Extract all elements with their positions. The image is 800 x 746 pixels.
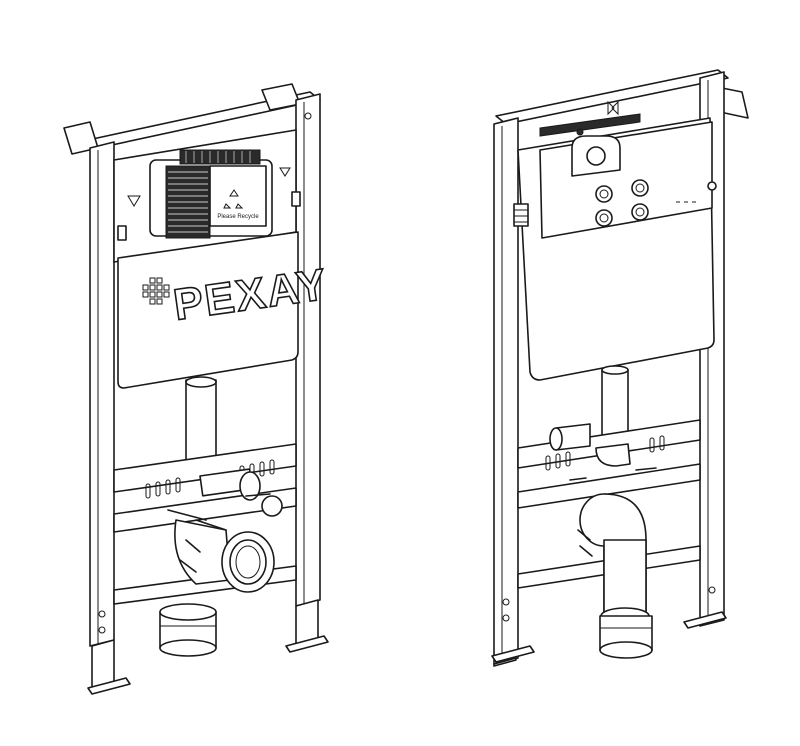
left-flush-pipe (185, 379, 217, 461)
right-crossbar-upper (517, 419, 701, 469)
left-supply-inlet (199, 468, 283, 517)
right-top-rail (495, 69, 729, 125)
brand-logo-mark (142, 277, 170, 305)
right-top-strip (539, 113, 641, 137)
right-inlet-ports (595, 179, 649, 227)
left-crossbar-upper (113, 443, 297, 493)
right-foot-right (683, 611, 727, 629)
left-post-right (295, 93, 321, 607)
right-side-clip (513, 203, 529, 227)
left-installation-frame: Please Recycle PEXAY (63, 83, 332, 695)
cartridge-caption: Please Recycle (217, 214, 259, 220)
right-post-left (493, 117, 519, 665)
right-crossbar-lower (517, 463, 701, 509)
left-drain-stub (159, 603, 217, 657)
left-post-left (89, 141, 115, 647)
right-foot-left (491, 645, 535, 663)
right-supply-inlet (549, 423, 631, 467)
left-cistern-body (117, 231, 299, 389)
left-flush-cartridge: Please Recycle (165, 149, 267, 239)
left-outlet-bend (174, 519, 275, 593)
right-top-valve (571, 128, 621, 177)
right-installation-frame (491, 69, 749, 667)
right-outlet-bend (577, 493, 653, 659)
